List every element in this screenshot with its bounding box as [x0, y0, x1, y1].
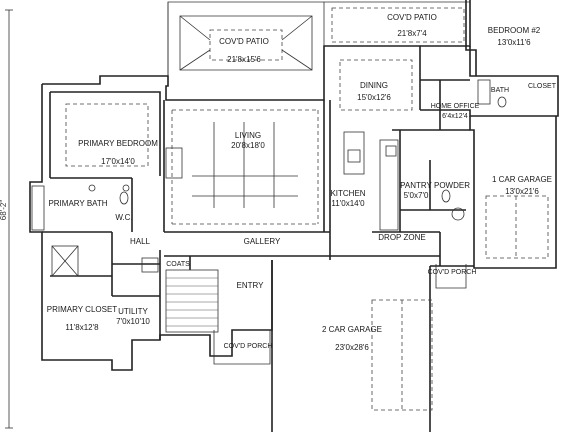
- bedroom-2-size: 13'0x11'6: [497, 38, 531, 47]
- covd-patio-right-name: COV'D PATIO: [387, 13, 437, 22]
- primary-bedroom-size: 17'0x14'0: [101, 157, 135, 166]
- closet-name: CLOSET: [528, 83, 557, 90]
- garage-1-size: 13'0x21'6: [505, 187, 539, 196]
- covd-porch-right-name: COV'D PORCH: [428, 269, 477, 276]
- dining-name: DINING: [360, 81, 388, 90]
- primary-closet-name: PRIMARY CLOSET: [47, 305, 118, 314]
- drop-zone-name: DROP ZONE: [378, 233, 425, 242]
- living-name: LIVING: [235, 131, 261, 140]
- dining-size: 15'0x12'6: [357, 93, 391, 102]
- utility-name: UTILITY: [118, 307, 148, 316]
- bedroom-2-name: BEDROOM #2: [488, 26, 541, 35]
- staircase: [165, 269, 219, 333]
- garage-1-name: 1 CAR GARAGE: [492, 175, 552, 184]
- powder-name: POWDER: [434, 181, 470, 190]
- overall-dimension: 68'-2": [0, 9, 13, 429]
- pantry-size: 5'0x7'0: [404, 191, 429, 200]
- kitchen-size: 11'0x14'0: [331, 199, 365, 208]
- primary-bath-name: PRIMARY BATH: [48, 199, 107, 208]
- home-office-name: HOME OFFICE: [431, 103, 480, 110]
- covd-patio-left-name: COV'D PATIO: [219, 37, 269, 46]
- room-labels: COV'D PATIO 21'8x15'6 COV'D PATIO 21'8x7…: [47, 13, 557, 352]
- primary-closet-size: 11'8x12'8: [65, 323, 99, 332]
- living-size: 20'8x18'0: [231, 141, 265, 150]
- gallery-name: GALLERY: [244, 237, 281, 246]
- pantry-name: PANTRY: [400, 181, 432, 190]
- hall-name: HALL: [130, 237, 151, 246]
- utility-size: 7'0x10'10: [116, 317, 150, 326]
- garage-2-name: 2 CAR GARAGE: [322, 325, 382, 334]
- covd-patio-right-size: 21'8x7'4: [397, 29, 427, 38]
- overall-dimension-label: 68'-2": [0, 200, 8, 221]
- primary-bedroom-name: PRIMARY BEDROOM: [78, 139, 158, 148]
- ceiling-features: [65, 7, 549, 411]
- covd-porch-front-name: COV'D PORCH: [224, 343, 273, 350]
- covd-patio-left-size: 21'8x15'6: [227, 55, 261, 64]
- bath-name: BATH: [491, 87, 509, 94]
- garage-2-size: 23'0x28'6: [335, 343, 369, 352]
- kitchen-name: KITCHEN: [330, 189, 365, 198]
- walls: [29, 0, 559, 432]
- entry-name: ENTRY: [237, 281, 265, 290]
- coats-name: COATS: [166, 261, 190, 268]
- home-office-size: 6'4x12'4: [442, 113, 468, 120]
- wic-name: W.C.: [115, 213, 132, 222]
- fixtures: [31, 79, 507, 365]
